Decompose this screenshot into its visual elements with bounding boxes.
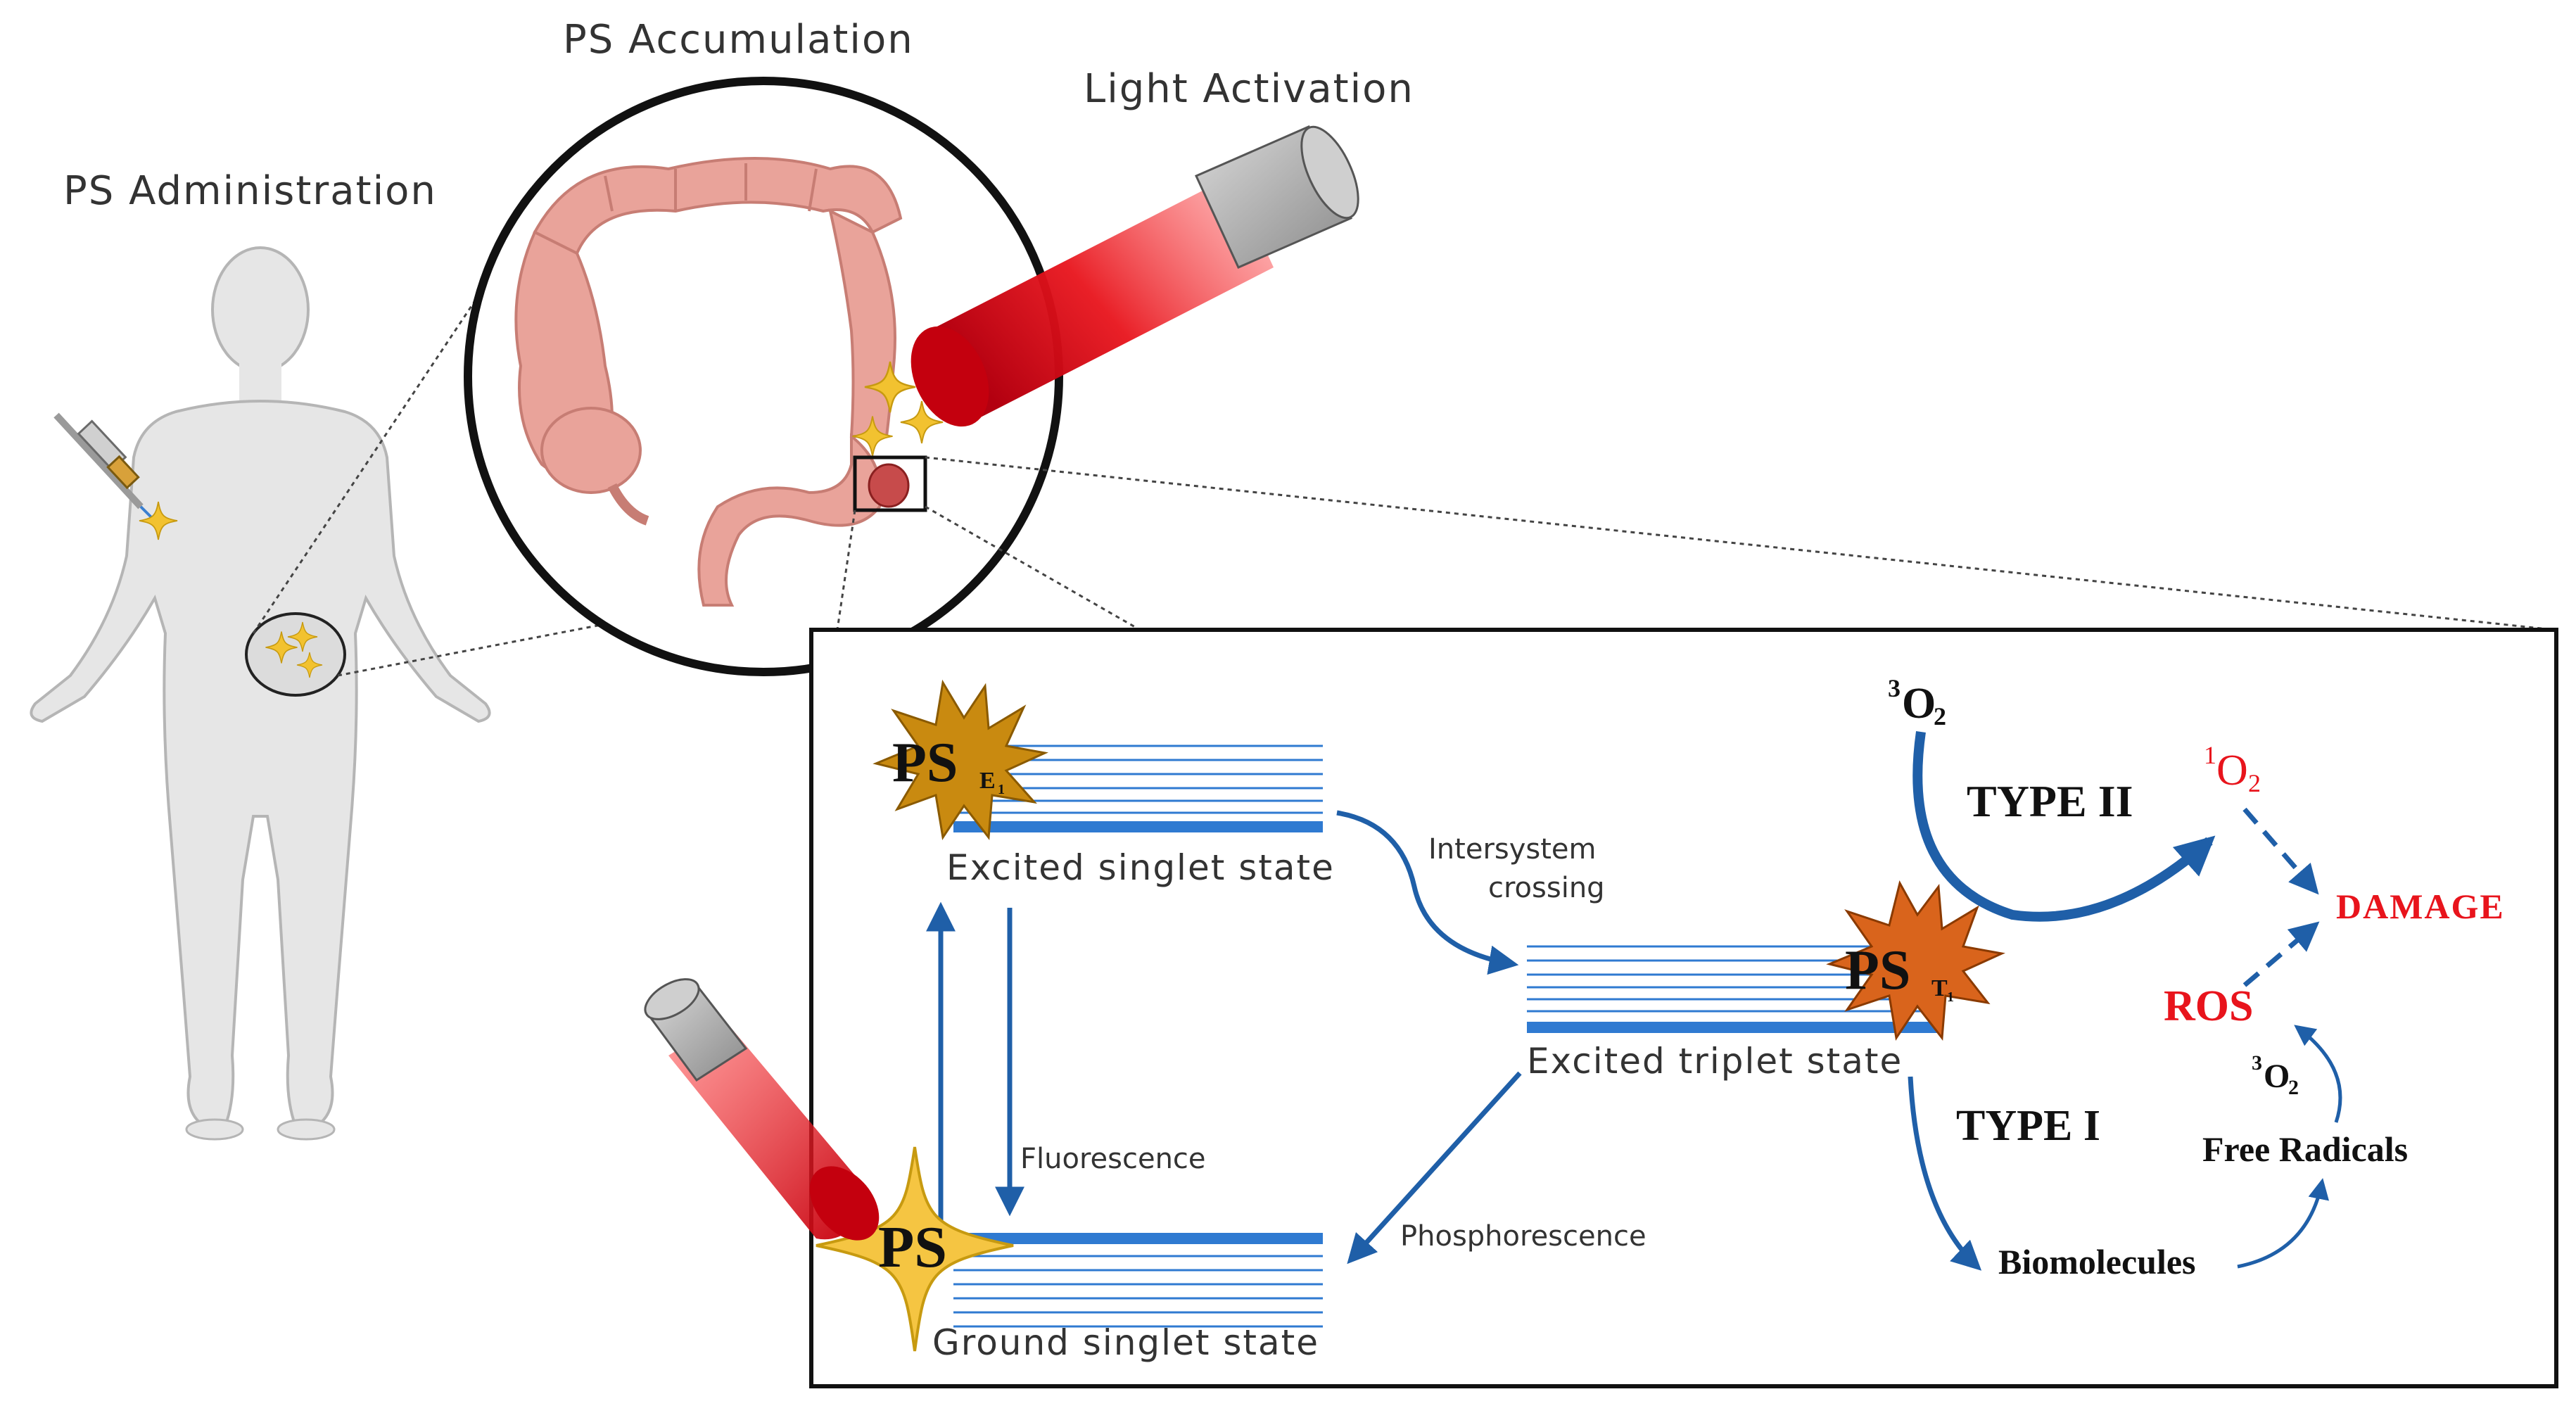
small-oxygen-subscript: 2 [2288,1076,2299,1099]
human-body-figure [30,246,491,1141]
intersystem-crossing-arrow [1336,810,1519,975]
radicals-to-ros-arrow [2294,1025,2342,1123]
biomolecules-to-radicals-arrow [2237,1178,2329,1269]
ps-triplet-label: PS [1845,939,1910,1001]
free-radicals-label: Free Radicals [2202,1129,2408,1169]
type-ii-label: TYPE II [1967,776,2133,826]
triplet-oxygen-label: O [1902,680,1936,728]
ps-ground-label: PS [878,1215,947,1280]
ps-excited-subscript: E [979,768,996,794]
ros-label: ROS [2164,982,2253,1030]
ps-triplet-subscript: T [1931,975,1948,1001]
tumor-site-circle [245,612,346,697]
ps-triplet-burst [1826,880,2005,1041]
singlet-oxygen-superscript: 1 [2204,741,2216,769]
type-i-label: TYPE I [1956,1102,2100,1150]
damage-label: DAMAGE [2336,887,2505,926]
triplet-oxygen-subscript: 2 [1934,702,1946,730]
activation-title: Light Activation [1084,66,1414,112]
zoom-line [836,509,856,631]
ps-triplet-subscript-number: 1 [1947,989,1954,1005]
ros-to-damage-arrow [2242,921,2320,987]
laser-beam-top [911,125,1359,427]
excited-singlet-label: Excited singlet state [946,847,1335,888]
colon-illustration [514,157,910,607]
type-ii-arrow [1912,731,2216,922]
triplet-oxygen-superscript: 3 [1888,674,1901,702]
ps-excited-label: PS [892,732,958,794]
laser-beam-bottom [644,978,880,1241]
tumor-zoom-box [853,455,927,512]
administration-title: PS Administration [63,168,437,214]
singlet-oxygen-subscript: 2 [2248,769,2261,797]
intersystem-label-line1: Intersystem [1428,833,1597,866]
excited-singlet-levels [953,744,1323,832]
zoom-line [337,604,704,677]
zoom-line [925,505,1141,631]
phosphorescence-label: Phosphorescence [1400,1220,1647,1253]
jablonski-panel [809,628,2558,1388]
fluorescence-label: Fluorescence [1020,1143,1206,1175]
ground-singlet-levels [953,1233,1323,1328]
syringe-icon [53,412,160,526]
accumulation-title: PS Accumulation [563,17,914,63]
zoom-line [925,456,2555,631]
ps-excited-burst [873,679,1048,840]
ground-singlet-label: Ground singlet state [932,1322,1319,1363]
small-oxygen-superscript: 3 [2252,1051,2262,1075]
singlet-oxygen-to-damage-arrow [2242,807,2319,895]
type-i-arrow [1908,1076,1982,1271]
intersystem-label-line2: crossing [1488,872,1605,904]
small-oxygen-label: O [2264,1058,2290,1095]
biomolecules-label: Biomolecules [1998,1242,2196,1281]
phosphorescence-arrow [1347,1071,1522,1265]
singlet-oxygen-label: O [2216,747,2248,794]
excited-triplet-label: Excited triplet state [1527,1041,1903,1082]
ps-excited-subscript-number: 1 [998,782,1005,797]
zoom-line [252,295,480,634]
